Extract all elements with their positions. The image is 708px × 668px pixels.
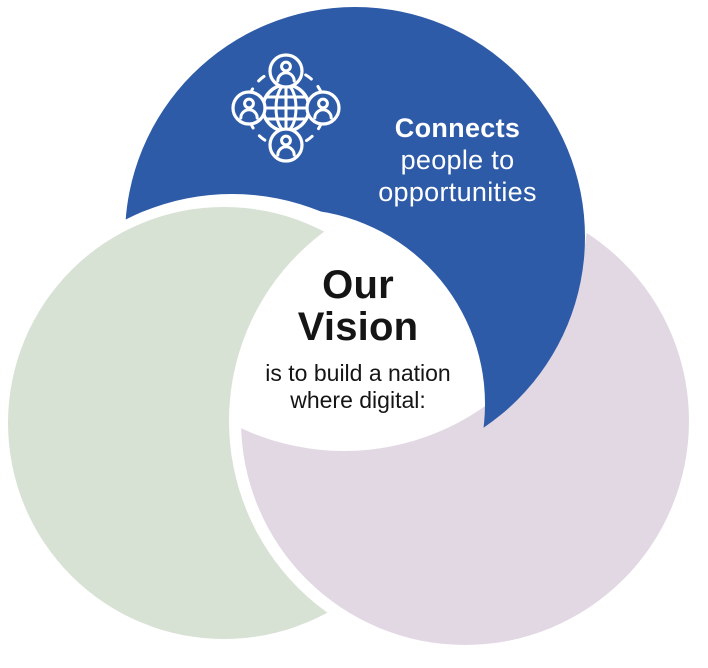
global-community-icon	[231, 53, 341, 163]
person-shoulders-icon	[313, 108, 333, 120]
center-subtitle-line2: where digital:	[290, 387, 426, 413]
blue-circle-label-line3: opportunities	[378, 177, 537, 207]
blue-circle-label-title: Connects	[394, 113, 521, 143]
person-head-icon	[280, 134, 292, 147]
center-title-line1: Our	[322, 263, 394, 307]
center-title-line2: Vision	[297, 305, 419, 349]
person-head-icon	[243, 97, 255, 110]
person-badge-right	[305, 90, 341, 126]
center-subtitle: is to build a nation where digital:	[233, 360, 483, 414]
person-badge-bottom	[268, 127, 304, 163]
person-head-icon	[317, 97, 329, 110]
person-head-icon	[280, 60, 292, 73]
center-title: Our Vision	[253, 264, 463, 348]
person-badge-left	[231, 90, 267, 126]
globe-icon	[261, 83, 311, 133]
blue-circle-label: Connects people to opportunities	[345, 112, 570, 208]
center-subtitle-line1: is to build a nation	[265, 360, 451, 386]
person-shoulders-icon	[239, 108, 259, 120]
person-badge-top	[268, 53, 304, 89]
person-shoulders-icon	[276, 71, 296, 83]
person-shoulders-icon	[276, 145, 296, 157]
blue-circle-label-line2: people to	[400, 145, 515, 175]
